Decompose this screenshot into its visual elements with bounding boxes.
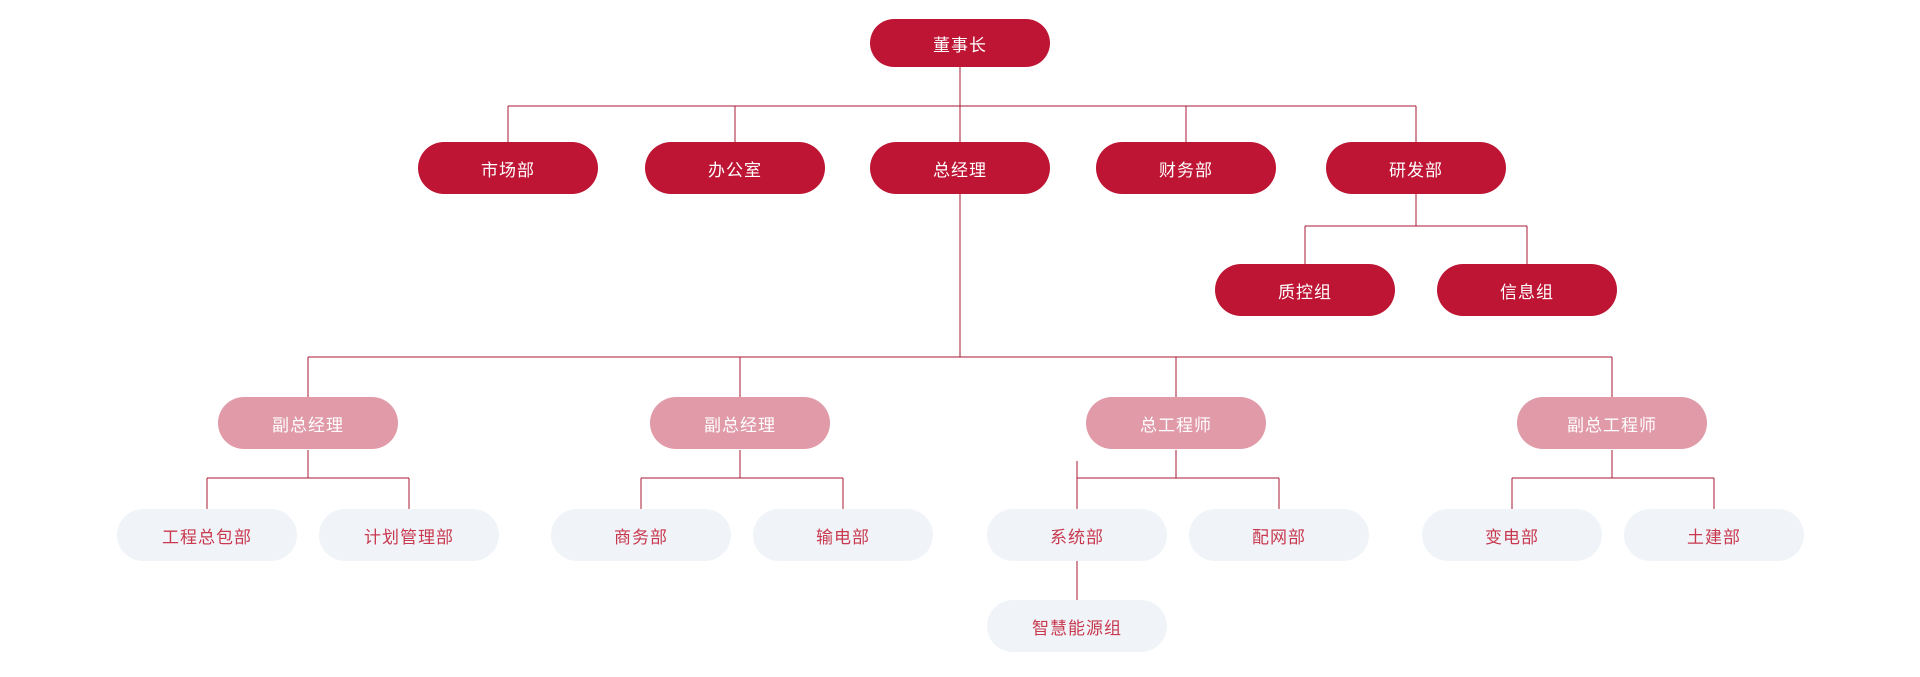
node-epc[interactable]: 工程总包部: [117, 509, 297, 561]
node-substation-label: 变电部: [1485, 527, 1539, 547]
node-rnd[interactable]: 研发部: [1326, 142, 1506, 194]
node-planning-label: 计划管理部: [364, 527, 454, 547]
node-information-label: 信息组: [1500, 282, 1554, 302]
node-transmission[interactable]: 输电部: [753, 509, 933, 561]
node-office-label: 办公室: [708, 160, 762, 180]
node-chief-engineer-label: 总工程师: [1140, 415, 1212, 435]
node-general-manager-label: 总经理: [933, 160, 987, 180]
node-planning[interactable]: 计划管理部: [319, 509, 499, 561]
node-quality-control-label: 质控组: [1278, 282, 1332, 302]
node-system[interactable]: 系统部: [987, 509, 1167, 561]
node-marketing[interactable]: 市场部: [418, 142, 598, 194]
node-smart-energy[interactable]: 智慧能源组: [987, 600, 1167, 652]
node-business-label: 商务部: [614, 527, 668, 547]
node-chairman[interactable]: 董事长: [870, 19, 1050, 67]
node-office[interactable]: 办公室: [645, 142, 825, 194]
node-chairman-label: 董事长: [933, 35, 987, 55]
node-substation[interactable]: 变电部: [1422, 509, 1602, 561]
node-finance-label: 财务部: [1159, 160, 1213, 180]
node-smart-energy-label: 智慧能源组: [1032, 618, 1122, 638]
node-transmission-label: 输电部: [816, 527, 870, 547]
node-system-label: 系统部: [1050, 527, 1104, 547]
node-deputy-chief-engineer[interactable]: 副总工程师: [1517, 397, 1707, 449]
node-deputy-gm-2-label: 副总经理: [704, 415, 776, 435]
node-business[interactable]: 商务部: [551, 509, 731, 561]
node-deputy-gm-2[interactable]: 副总经理: [650, 397, 830, 449]
node-marketing-label: 市场部: [481, 160, 535, 180]
node-general-manager[interactable]: 总经理: [870, 142, 1050, 194]
node-civil[interactable]: 土建部: [1624, 509, 1804, 561]
node-deputy-gm-1[interactable]: 副总经理: [218, 397, 398, 449]
node-epc-label: 工程总包部: [162, 527, 252, 547]
node-quality-control[interactable]: 质控组: [1215, 264, 1395, 316]
node-rnd-label: 研发部: [1389, 160, 1443, 180]
node-deputy-gm-1-label: 副总经理: [272, 415, 344, 435]
node-information[interactable]: 信息组: [1437, 264, 1617, 316]
node-distribution[interactable]: 配网部: [1189, 509, 1369, 561]
node-chief-engineer[interactable]: 总工程师: [1086, 397, 1266, 449]
node-civil-label: 土建部: [1687, 527, 1741, 547]
node-deputy-chief-engineer-label: 副总工程师: [1567, 415, 1657, 435]
node-distribution-label: 配网部: [1252, 527, 1306, 547]
node-finance[interactable]: 财务部: [1096, 142, 1276, 194]
